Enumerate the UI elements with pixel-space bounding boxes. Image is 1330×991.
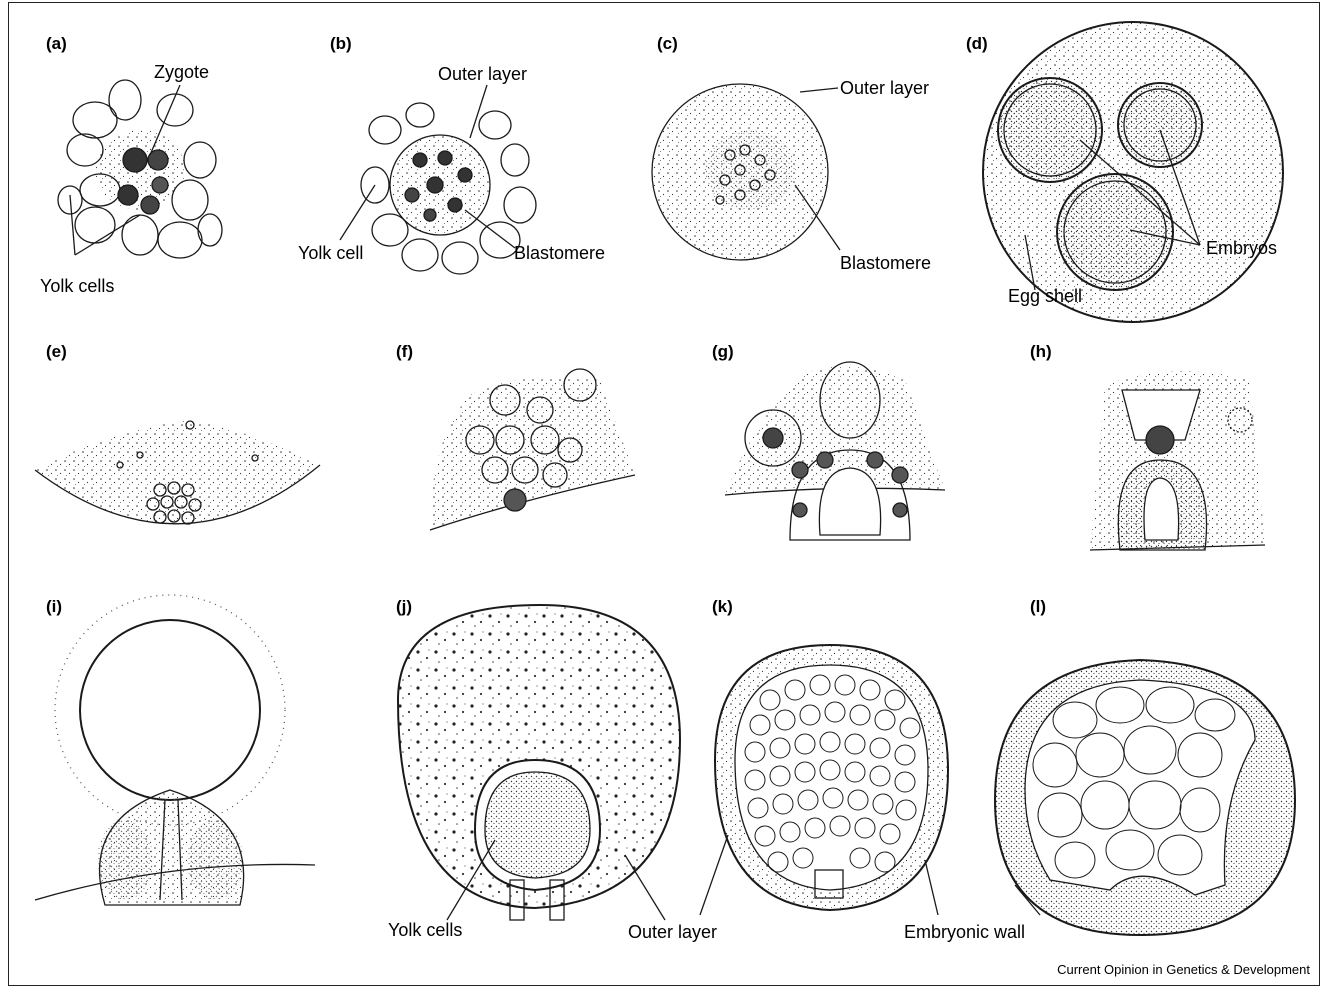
label-blastomere-b: Blastomere — [514, 243, 605, 264]
label-yolk-cell-b: Yolk cell — [298, 243, 363, 264]
panel-letter-d: (d) — [966, 34, 988, 54]
label-yolk-cells-a: Yolk cells — [40, 276, 114, 297]
label-zygote: Zygote — [154, 62, 209, 83]
label-outer-layer-j: Outer layer — [628, 922, 717, 943]
panel-k-drawing — [700, 645, 948, 915]
panel-letter-g: (g) — [712, 342, 734, 362]
figure-credit: Current Opinion in Genetics & Developmen… — [1057, 962, 1310, 977]
label-embryonic-wall: Embryonic wall — [904, 922, 1025, 943]
label-egg-shell: Egg shell — [1008, 286, 1082, 307]
panel-b-drawing — [340, 85, 536, 274]
panel-d-drawing — [983, 22, 1283, 322]
label-outer-layer-b: Outer layer — [438, 64, 527, 85]
panel-i-drawing — [35, 595, 315, 905]
panel-letter-j: (j) — [396, 597, 412, 617]
panel-h-drawing — [1090, 371, 1265, 550]
panel-letter-a: (a) — [46, 34, 67, 54]
panel-f-drawing — [430, 369, 635, 530]
panel-letter-l: (l) — [1030, 597, 1046, 617]
panel-letter-k: (k) — [712, 597, 733, 617]
panel-g-drawing — [725, 362, 945, 540]
panel-letter-e: (e) — [46, 342, 67, 362]
label-blastomere-c: Blastomere — [840, 253, 931, 274]
panel-j-drawing — [398, 605, 680, 920]
panel-letter-f: (f) — [396, 342, 413, 362]
panel-c-drawing — [652, 84, 840, 260]
label-outer-layer-c: Outer layer — [840, 78, 929, 99]
panel-l-drawing — [995, 660, 1295, 935]
panel-letter-i: (i) — [46, 597, 62, 617]
panel-letter-b: (b) — [330, 34, 352, 54]
panel-a-drawing — [58, 80, 222, 258]
panel-letter-h: (h) — [1030, 342, 1052, 362]
label-yolk-cells-j: Yolk cells — [388, 920, 462, 941]
panel-e-drawing — [35, 420, 320, 524]
label-embryos: Embryos — [1206, 238, 1277, 259]
panel-letter-c: (c) — [657, 34, 678, 54]
